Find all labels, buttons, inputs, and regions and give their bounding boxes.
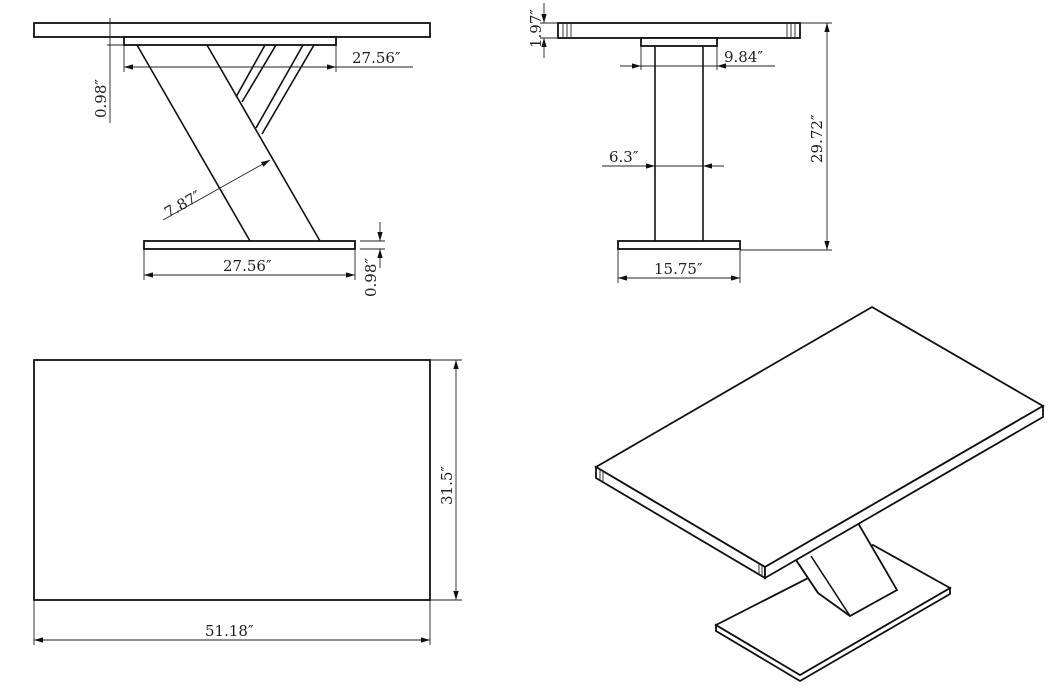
leg-width-label: 7.87″ xyxy=(161,187,204,222)
apron-width-label: 27.56″ xyxy=(352,49,401,67)
tabletop-side xyxy=(557,22,801,39)
isometric-view xyxy=(594,305,1045,683)
column-width-label: 6.3″ xyxy=(609,148,639,166)
base-front xyxy=(143,240,356,250)
base-depth-label: 15.75″ xyxy=(654,260,703,278)
side-top-thickness-label: 1.97″ xyxy=(527,9,545,48)
base-thickness-label: 0.98″ xyxy=(362,258,380,297)
apron-front xyxy=(123,36,337,46)
base-side xyxy=(617,240,741,250)
side-view: 1.97″ 9.84″ 6.3″ 29.72″ 15.75″ xyxy=(527,3,832,283)
tabletop-plan xyxy=(33,359,431,601)
front-view: 27.56″ 0.98″ 7.87″ 27.56″ 0.98″ xyxy=(33,18,431,297)
length-label: 51.18″ xyxy=(205,622,254,640)
total-height-label: 29.72″ xyxy=(808,114,826,163)
depth-label: 31.5″ xyxy=(438,466,456,505)
apron-side xyxy=(640,37,718,47)
top-thickness-label: 0.98″ xyxy=(92,79,110,118)
top-view: 31.5″ 51.18″ xyxy=(33,359,462,645)
tabletop-front xyxy=(33,22,431,38)
apron-depth-label: 9.84″ xyxy=(724,48,763,66)
base-width-label: 27.56″ xyxy=(223,257,272,275)
